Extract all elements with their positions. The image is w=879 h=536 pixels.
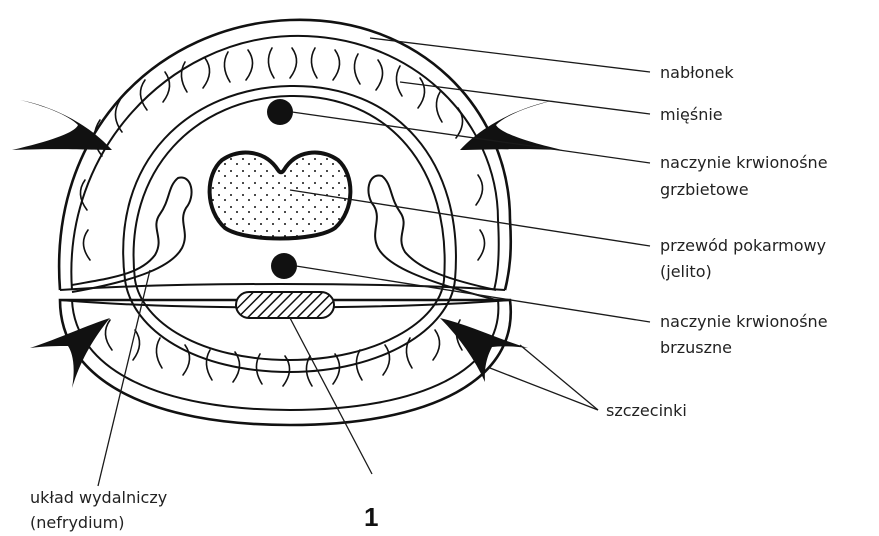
label-excretory-line2: (nefrydium)	[30, 513, 124, 532]
label-muscles: mięśnie	[660, 105, 723, 124]
ventral-vessel	[271, 253, 297, 279]
label-gut-line2: (jelito)	[660, 262, 712, 281]
label-ventral-vessel-line2: brzuszne	[660, 338, 732, 357]
setae	[12, 100, 562, 388]
label-dorsal-vessel-line1: naczynie krwionośne	[660, 153, 828, 172]
label-ventral-vessel-line1: naczynie krwionośne	[660, 312, 828, 331]
nerve-cord	[236, 292, 334, 318]
label-excretory-line1: układ wydalniczy	[30, 488, 167, 507]
figure-number: 1	[364, 502, 378, 532]
seta-lower-right	[440, 318, 528, 382]
dorsal-vessel	[267, 99, 293, 125]
label-gut-line1: przewód pokarmowy	[660, 236, 826, 255]
label-setae: szczecinki	[606, 401, 687, 420]
label-dorsal-vessel-line2: grzbietowe	[660, 180, 749, 199]
label-epithelium: nabłonek	[660, 63, 734, 82]
nephridium-right	[368, 176, 496, 300]
